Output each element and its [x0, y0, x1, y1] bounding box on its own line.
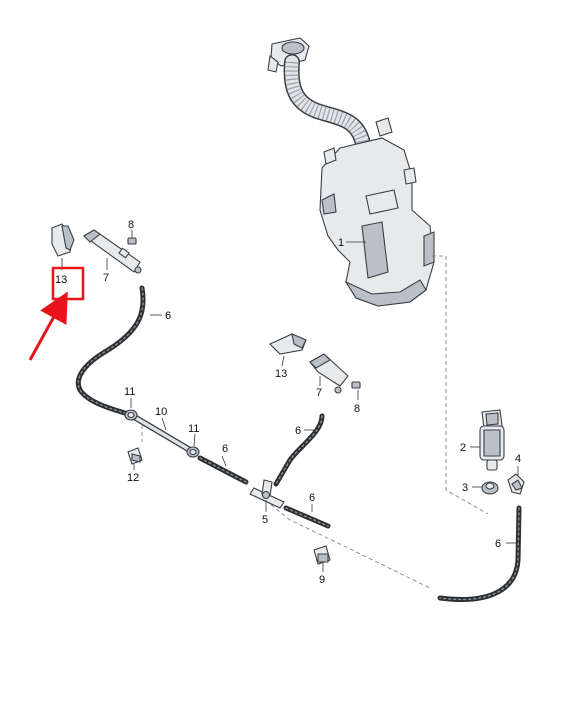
holder-clip-12 — [127, 447, 143, 465]
hose-section-10 — [133, 415, 193, 453]
nozzle-cap-right — [269, 333, 307, 355]
callout-2: 2 — [460, 442, 466, 454]
washer-nozzle-right — [309, 353, 349, 394]
screw-left — [127, 230, 137, 245]
t-piece-connector — [249, 479, 285, 509]
callout-3: 3 — [462, 482, 468, 494]
callout-8-right: 8 — [354, 403, 360, 415]
hose-center-horizontal — [197, 455, 249, 485]
hose-lower-diagonal — [283, 505, 331, 529]
screw-right — [351, 381, 361, 389]
pump-grommet — [481, 481, 499, 495]
callout-1: 1 — [338, 237, 344, 249]
hose-clip-left — [124, 409, 138, 421]
callout-6-lower: 6 — [309, 492, 315, 504]
callout-6-right-nozzle: 6 — [295, 425, 301, 437]
washer-pump — [479, 409, 505, 471]
callout-13-right: 13 — [275, 368, 287, 380]
highlight-arrow — [28, 291, 68, 361]
callout-9: 9 — [319, 574, 325, 586]
callout-5: 5 — [262, 514, 268, 526]
washer-reservoir — [267, 37, 435, 307]
highlight-annotation — [28, 266, 85, 361]
callout-7-right: 7 — [316, 387, 322, 399]
callout-7-left: 7 — [103, 272, 109, 284]
callout-6-left: 6 — [165, 310, 171, 322]
callout-8-left: 8 — [128, 219, 134, 231]
callout-4: 4 — [515, 453, 521, 465]
hose-right-nozzle — [273, 413, 325, 487]
leader-lines — [61, 241, 519, 572]
callout-11-left: 11 — [124, 386, 135, 398]
callout-11-right: 11 — [188, 423, 199, 435]
callout-10: 10 — [155, 406, 167, 418]
holder-clip-9 — [313, 545, 331, 565]
callout-13-left: 13 — [55, 274, 67, 286]
hose-left-nozzle — [75, 285, 146, 417]
nozzle-cap-left — [51, 223, 75, 257]
callout-6-center: 6 — [222, 443, 228, 455]
callout-labels: 1 2 3 4 5 6 6 6 6 6 7 7 8 8 9 10 11 11 1… — [55, 219, 521, 586]
washer-nozzle-left — [83, 229, 142, 274]
highlight-box — [51, 266, 85, 301]
elbow-connector — [507, 473, 525, 495]
callout-6-pump: 6 — [495, 538, 501, 550]
hose-clip-right — [186, 446, 200, 458]
callout-12: 12 — [127, 472, 139, 484]
hose-main-right — [437, 505, 522, 602]
